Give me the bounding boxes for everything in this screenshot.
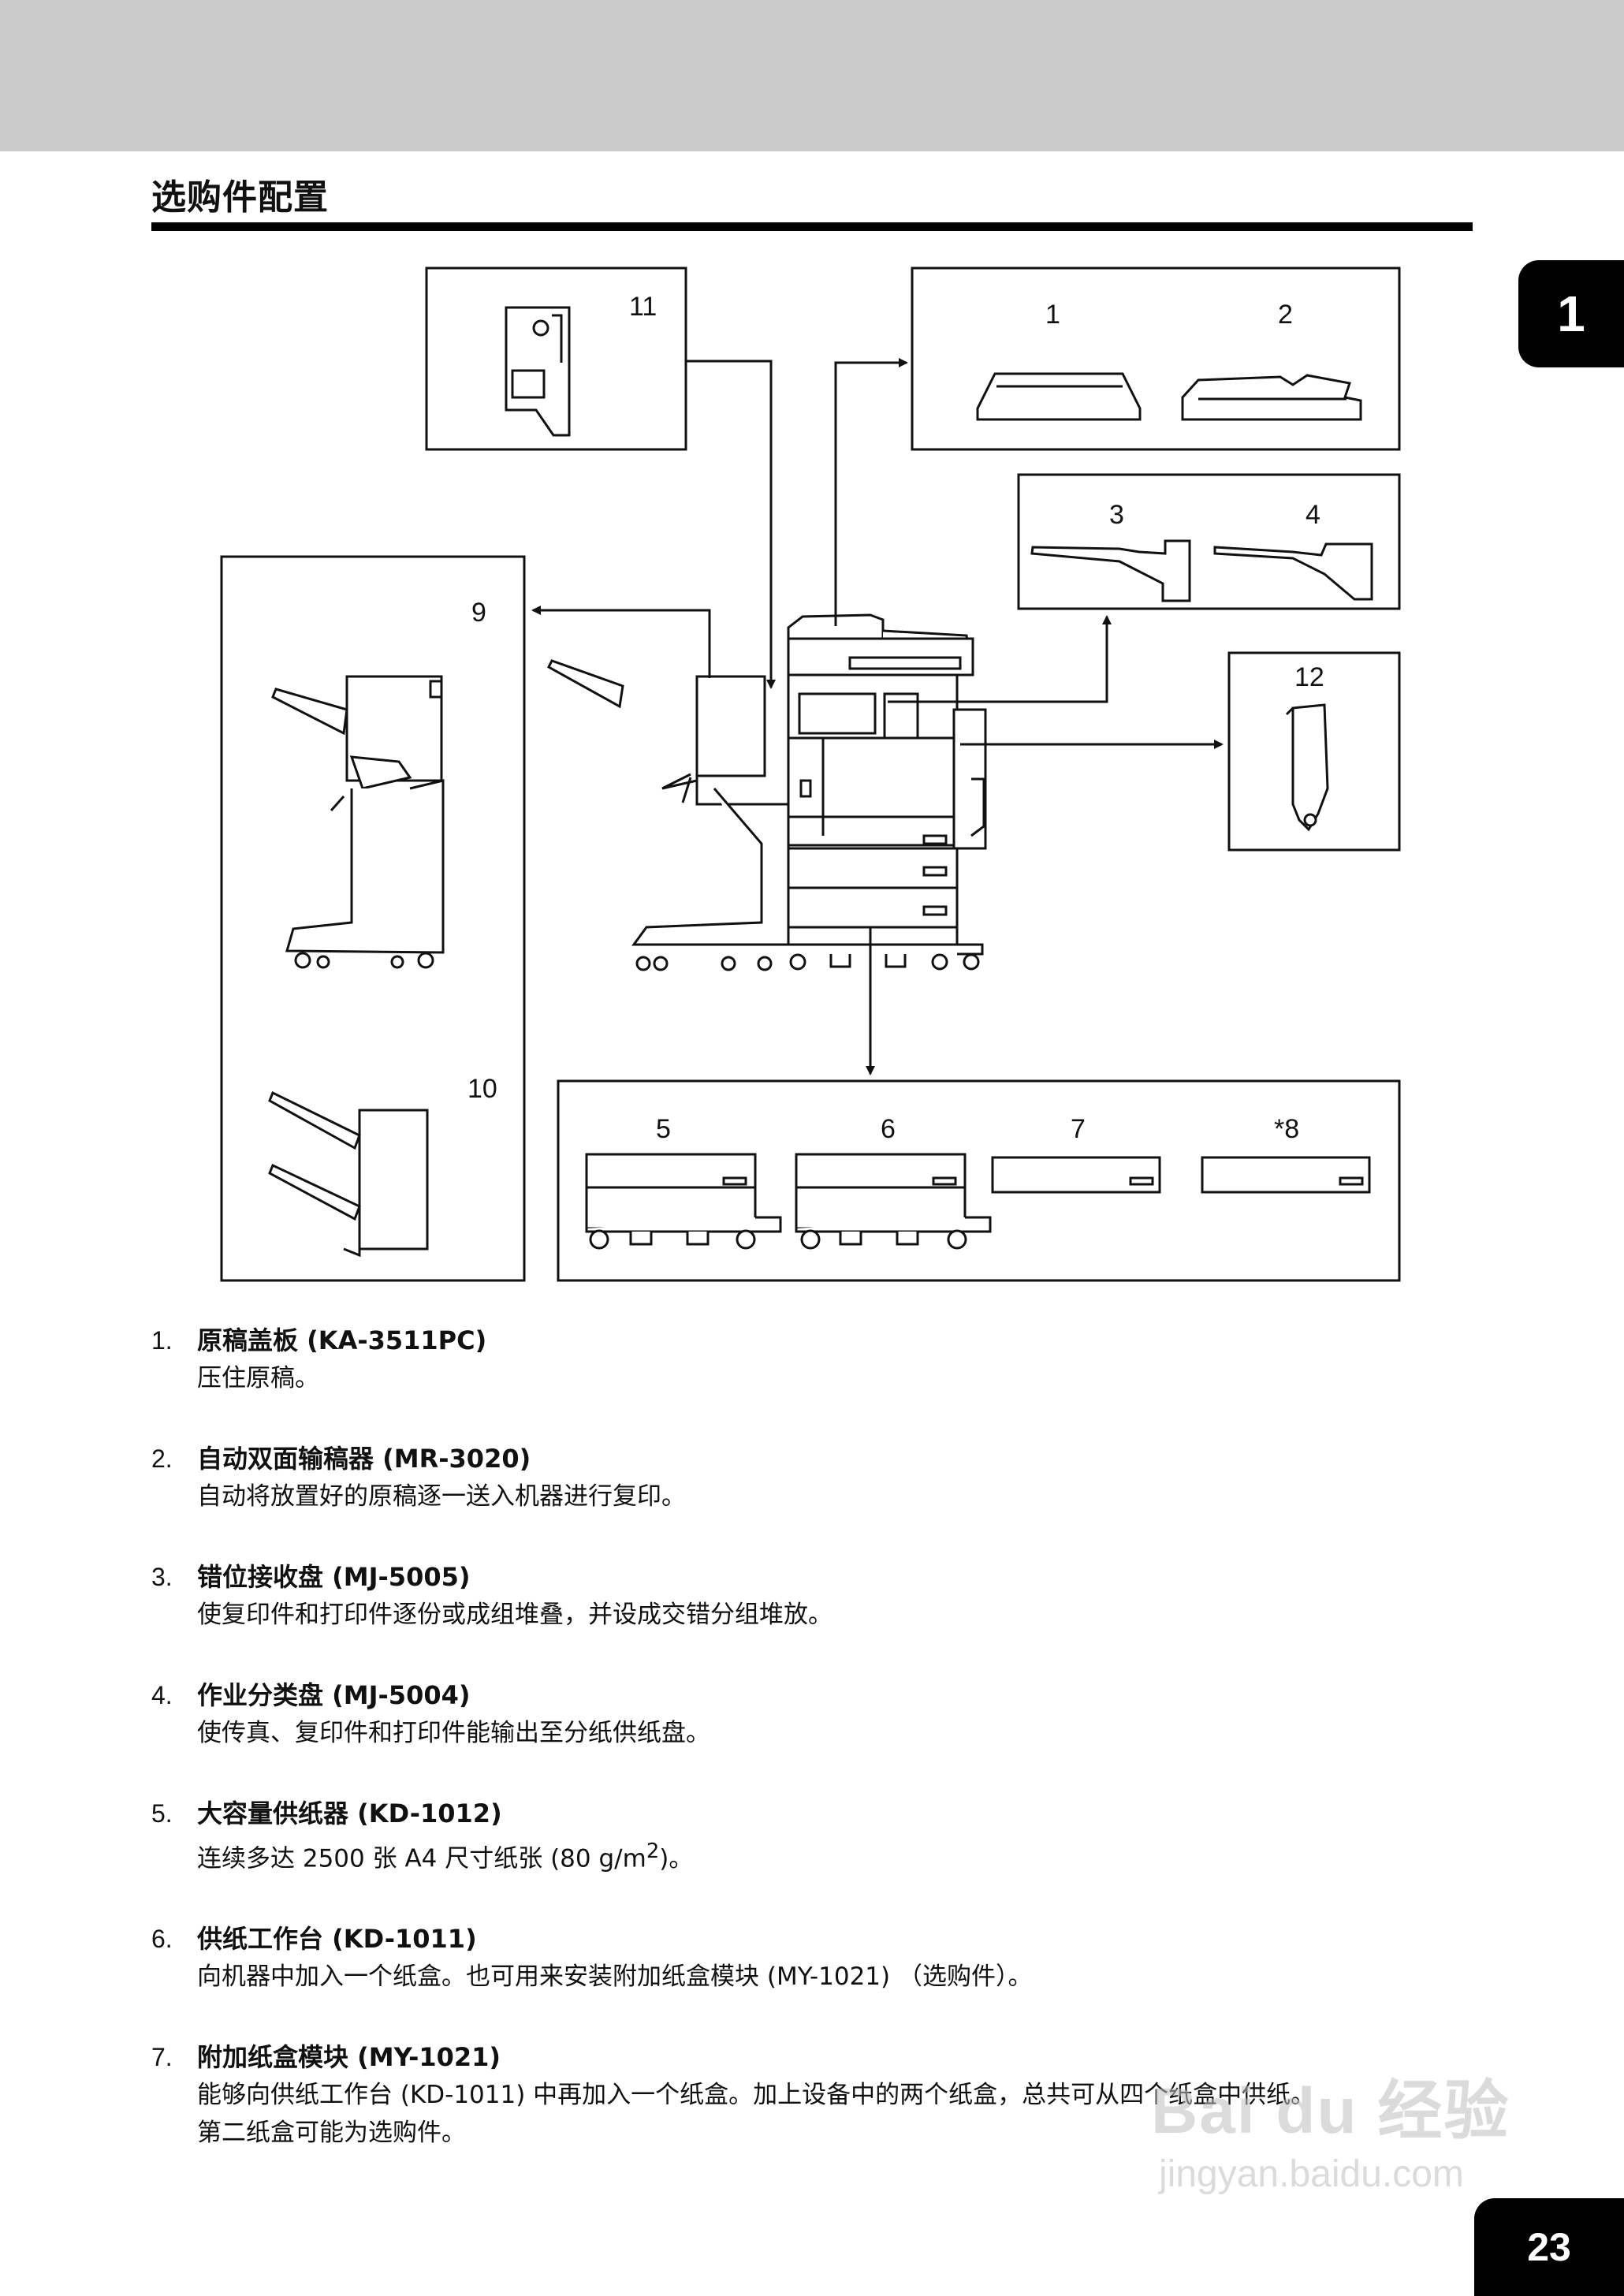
item-description: 使复印件和打印件逐份或成组堆叠，并设成交错分组堆放。 bbox=[197, 1601, 832, 1629]
list-item: 6. 供纸工作台 (KD-1011) 向机器中加入一个纸盒。也可用来安装附加纸盒模… bbox=[151, 1920, 1492, 1996]
illustration-8 bbox=[1201, 1156, 1371, 1194]
label-7: 7 bbox=[1071, 1114, 1086, 1144]
item-number: 1. bbox=[151, 1326, 173, 1355]
illustration-3 bbox=[1030, 539, 1191, 602]
list-item: 2. 自动双面输稿器 (MR-3020) 自动将放置好的原稿逐一送入机器进行复印。 bbox=[151, 1440, 1492, 1515]
item-description: 自动将放置好的原稿逐一送入机器进行复印。 bbox=[197, 1482, 686, 1511]
box-9-10 bbox=[220, 555, 526, 1282]
list-item: 1. 原稿盖板 (KA-3511PC) 压住原稿。 bbox=[151, 1321, 1492, 1397]
page-number: 23 bbox=[1474, 2198, 1624, 2296]
illustration-7 bbox=[991, 1156, 1161, 1194]
item-description-text: 连续多达 2500 张 A4 尺寸纸张 (80 g/m bbox=[197, 1844, 646, 1873]
item-number: 7. bbox=[151, 2043, 173, 2072]
list-item: 7. 附加纸盒模块 (MY-1021) 能够向供纸工作台 (KD-1011) 中再… bbox=[151, 2038, 1492, 2152]
item-title: 大容量供纸器 (KD-1012) bbox=[197, 1798, 502, 1828]
label-9: 9 bbox=[471, 598, 486, 628]
item-description: 向机器中加入一个纸盒。也可用来安装附加纸盒模块 (MY-1021) （选购件）。 bbox=[197, 1962, 1033, 1992]
watermark-logo: Bai du 经验 bbox=[1151, 2075, 1510, 2147]
item-title: 作业分类盘 (MJ-5004) bbox=[197, 1680, 471, 1710]
item-title: 供纸工作台 (KD-1011) bbox=[197, 1924, 477, 1955]
superscript-2: 2 bbox=[646, 1839, 660, 1863]
item-description-text-end: )。 bbox=[659, 1844, 694, 1873]
options-diagram: 11 1 2 3 4 12 9 10 5 6 7 *8 bbox=[220, 266, 1401, 1282]
label-4: 4 bbox=[1306, 500, 1320, 530]
item-description-line2: 第二纸盒可能为选购件。 bbox=[197, 2119, 466, 2148]
label-12: 12 bbox=[1294, 662, 1324, 692]
label-5: 5 bbox=[656, 1114, 671, 1144]
item-number: 3. bbox=[151, 1563, 173, 1591]
box-5-8 bbox=[557, 1079, 1401, 1282]
label-11: 11 bbox=[629, 292, 657, 322]
options-list: 1. 原稿盖板 (KA-3511PC) 压住原稿。 2. 自动双面输稿器 (MR-3… bbox=[151, 1321, 1492, 2194]
label-1: 1 bbox=[1045, 300, 1060, 330]
watermark-url: jingyan.baidu.com bbox=[1159, 2153, 1464, 2195]
item-number: 5. bbox=[151, 1799, 173, 1828]
label-6: 6 bbox=[881, 1114, 896, 1144]
list-item: 3. 错位接收盘 (MJ-5005) 使复印件和打印件逐份或成组堆叠，并设成交错分… bbox=[151, 1558, 1492, 1634]
title-rule bbox=[151, 222, 1473, 231]
illustration-11 bbox=[505, 306, 571, 437]
illustration-10 bbox=[268, 1090, 429, 1258]
item-title: 错位接收盘 (MJ-5005) bbox=[197, 1562, 471, 1592]
label-2: 2 bbox=[1278, 300, 1293, 330]
list-item: 4. 作业分类盘 (MJ-5004) 使传真、复印件和打印件能输出至分纸供纸盘。 bbox=[151, 1676, 1492, 1752]
item-description: 使传真、复印件和打印件能输出至分纸供纸盘。 bbox=[197, 1719, 710, 1747]
item-number: 2. bbox=[151, 1444, 173, 1473]
illustration-5 bbox=[585, 1153, 782, 1250]
connector-arrows bbox=[531, 358, 1224, 1075]
item-description: 能够向供纸工作台 (KD-1011) 中再加入一个纸盒。加上设备中的两个纸盒，总… bbox=[197, 2081, 1316, 2110]
illustration-6 bbox=[795, 1153, 992, 1250]
list-item: 5. 大容量供纸器 (KD-1012) 连续多达 2500 张 A4 尺寸纸张 (… bbox=[151, 1795, 1492, 1877]
box-1-2 bbox=[911, 266, 1401, 451]
illustration-12 bbox=[1285, 703, 1329, 832]
item-title: 附加纸盒模块 (MY-1021) bbox=[197, 2042, 501, 2073]
label-10: 10 bbox=[467, 1074, 497, 1104]
item-number: 4. bbox=[151, 1681, 173, 1709]
item-number: 6. bbox=[151, 1925, 173, 1954]
box-11 bbox=[425, 266, 687, 451]
illustration-1 bbox=[976, 372, 1142, 421]
chapter-tab[interactable]: 1 bbox=[1518, 260, 1624, 367]
illustration-2 bbox=[1181, 374, 1362, 421]
box-3-4 bbox=[1017, 473, 1401, 610]
item-description: 压住原稿。 bbox=[197, 1364, 319, 1392]
box-12 bbox=[1227, 651, 1401, 852]
main-machine-illustration bbox=[547, 613, 987, 971]
item-title: 原稿盖板 (KA-3511PC) bbox=[197, 1325, 487, 1355]
section-title: 选购件配置 bbox=[151, 177, 329, 218]
illustration-9 bbox=[271, 675, 445, 969]
item-title: 自动双面输稿器 (MR-3020) bbox=[197, 1444, 531, 1474]
illustration-4 bbox=[1213, 542, 1373, 601]
top-header-band bbox=[0, 0, 1624, 151]
label-8: *8 bbox=[1274, 1114, 1299, 1144]
label-3: 3 bbox=[1109, 500, 1124, 530]
item-description: 连续多达 2500 张 A4 尺寸纸张 (80 g/m2)。 bbox=[151, 1832, 1492, 1877]
